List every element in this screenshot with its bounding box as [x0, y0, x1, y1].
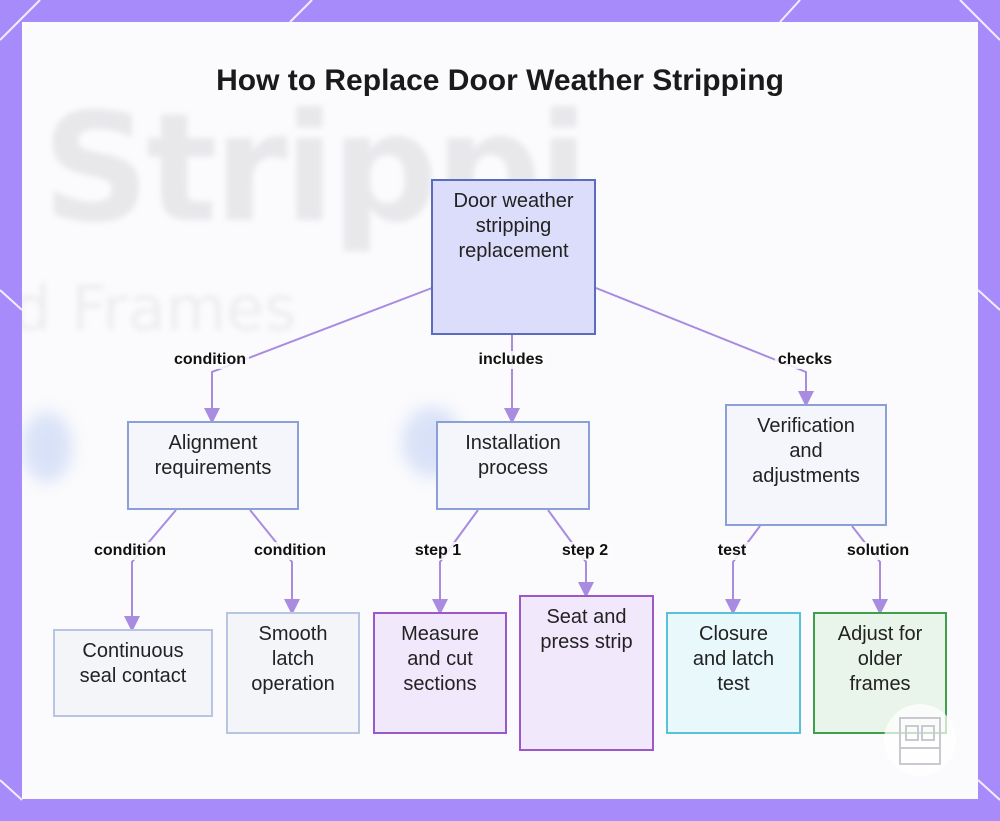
node-installation-label: Installation process	[465, 432, 561, 479]
edge-label-installation-seat: step 2	[558, 542, 612, 560]
node-closure: Closure and latch test	[666, 612, 801, 734]
background-artwork-blob	[22, 412, 72, 482]
edge-root-alignment	[204, 287, 433, 424]
watermark-logo-icon	[884, 704, 956, 776]
edge-root-verification	[595, 287, 814, 407]
diagram-title: How to Replace Door Weather Stripping	[216, 64, 784, 97]
node-seat: Seat and press strip	[519, 595, 654, 751]
edge-installation-seat	[547, 509, 594, 598]
edge-label-root-installation: includes	[475, 351, 547, 369]
node-measure: Measure and cut sections	[373, 612, 507, 734]
node-root-label: Door weather stripping replacement	[453, 190, 574, 262]
edge-label-alignment-seal: condition	[91, 542, 169, 560]
node-alignment: Alignment requirements	[127, 421, 299, 510]
node-latch-operation: Smooth latch operation	[226, 612, 360, 734]
node-closure-label: Closure and latch test	[692, 623, 775, 695]
node-verification-label: Verification and adjustments	[752, 415, 860, 487]
edge-verification-adjust	[851, 525, 888, 615]
node-seal-label: Continuous seal contact	[79, 640, 187, 687]
edge-label-installation-measure: step 1	[411, 542, 465, 560]
background-artwork-word: d Frames	[22, 272, 297, 345]
edge-label-root-verification: checks	[774, 351, 836, 369]
edge-label-verification-closure: test	[714, 542, 750, 560]
node-seal: Continuous seal contact	[53, 629, 213, 717]
edge-verification-closure	[725, 525, 761, 615]
edge-label-root-alignment: condition	[171, 351, 249, 369]
node-installation: Installation process	[436, 421, 590, 510]
node-seat-label: Seat and press strip	[540, 606, 633, 653]
node-root: Door weather stripping replacement	[431, 179, 596, 335]
edge-alignment-seal	[124, 509, 177, 632]
edge-label-verification-adjust: solution	[843, 542, 913, 560]
node-adjust-label: Adjust for older frames	[837, 623, 923, 695]
edge-label-alignment-latch: condition	[251, 542, 329, 560]
node-verification: Verification and adjustments	[725, 404, 887, 526]
node-measure-label: Measure and cut sections	[401, 623, 479, 695]
edge-installation-measure	[432, 509, 479, 615]
edge-alignment-latch	[249, 509, 300, 615]
node-alignment-label: Alignment requirements	[154, 432, 272, 479]
node-latch-operation-label: Smooth latch operation	[251, 623, 335, 695]
